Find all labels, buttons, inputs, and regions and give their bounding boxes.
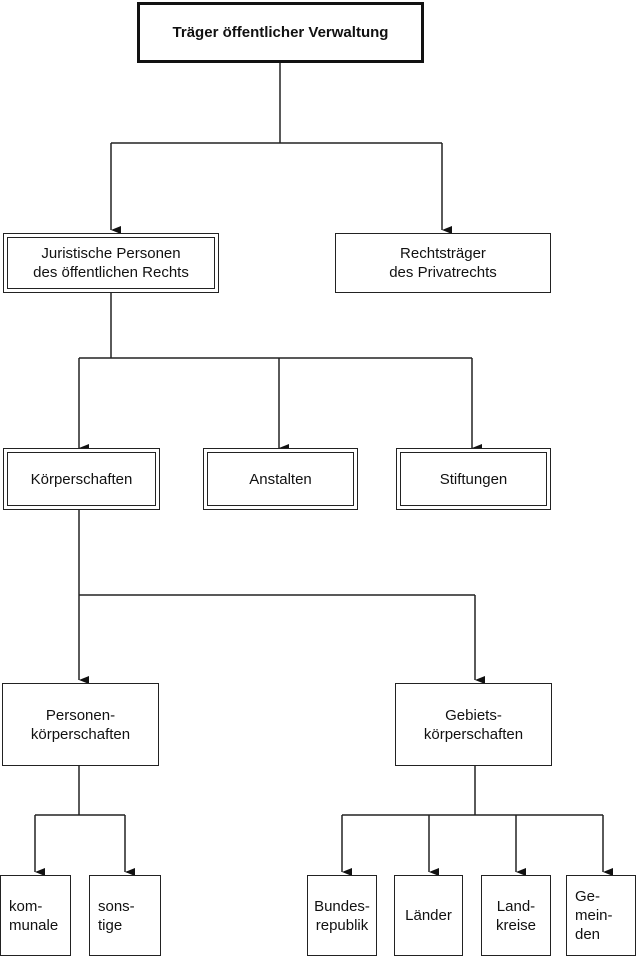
node-label: Ge- mein- den <box>575 888 613 943</box>
node-landkreise: Land- kreise <box>481 875 551 956</box>
node-label: Körperschaften <box>30 470 133 488</box>
node-gemeinden: Ge- mein- den <box>566 875 636 956</box>
node-kommunale: kom- munale <box>0 875 71 956</box>
node-label: Anstalten <box>249 470 312 488</box>
node-label: Länder <box>405 907 452 924</box>
node-traeger-oeffentlicher-verwaltung: Träger öffentlicher Verwaltung <box>137 2 424 63</box>
node-sonstige: sons- tige <box>89 875 161 956</box>
node-label: Personen- körperschaften <box>30 706 131 743</box>
node-label: Land- kreise <box>495 897 536 934</box>
node-gebietskoerperschaften: Gebiets- körperschaften <box>395 683 552 766</box>
node-rechtstraeger-privatrecht: Rechtsträger des Privatrechts <box>335 233 551 293</box>
node-label: Rechtsträger des Privatrechts <box>389 245 497 281</box>
node-laender: Länder <box>394 875 463 956</box>
node-label: sons- tige <box>98 897 135 934</box>
node-stiftungen: Stiftungen <box>396 448 551 510</box>
node-koerperschaften: Körperschaften <box>3 448 160 510</box>
node-label: kom- munale <box>9 897 59 934</box>
node-personenkoerperschaften: Personen- körperschaften <box>2 683 159 766</box>
node-label: Bundes- republik <box>314 897 370 934</box>
node-label: Stiftungen <box>439 470 508 488</box>
node-juristische-personen: Juristische Personen des öffentlichen Re… <box>3 233 219 293</box>
node-bundesrepublik: Bundes- republik <box>307 875 377 956</box>
node-label: Juristische Personen des öffentlichen Re… <box>33 245 189 281</box>
node-label: Träger öffentlicher Verwaltung <box>172 24 389 41</box>
node-label: Gebiets- körperschaften <box>423 706 524 743</box>
node-anstalten: Anstalten <box>203 448 358 510</box>
